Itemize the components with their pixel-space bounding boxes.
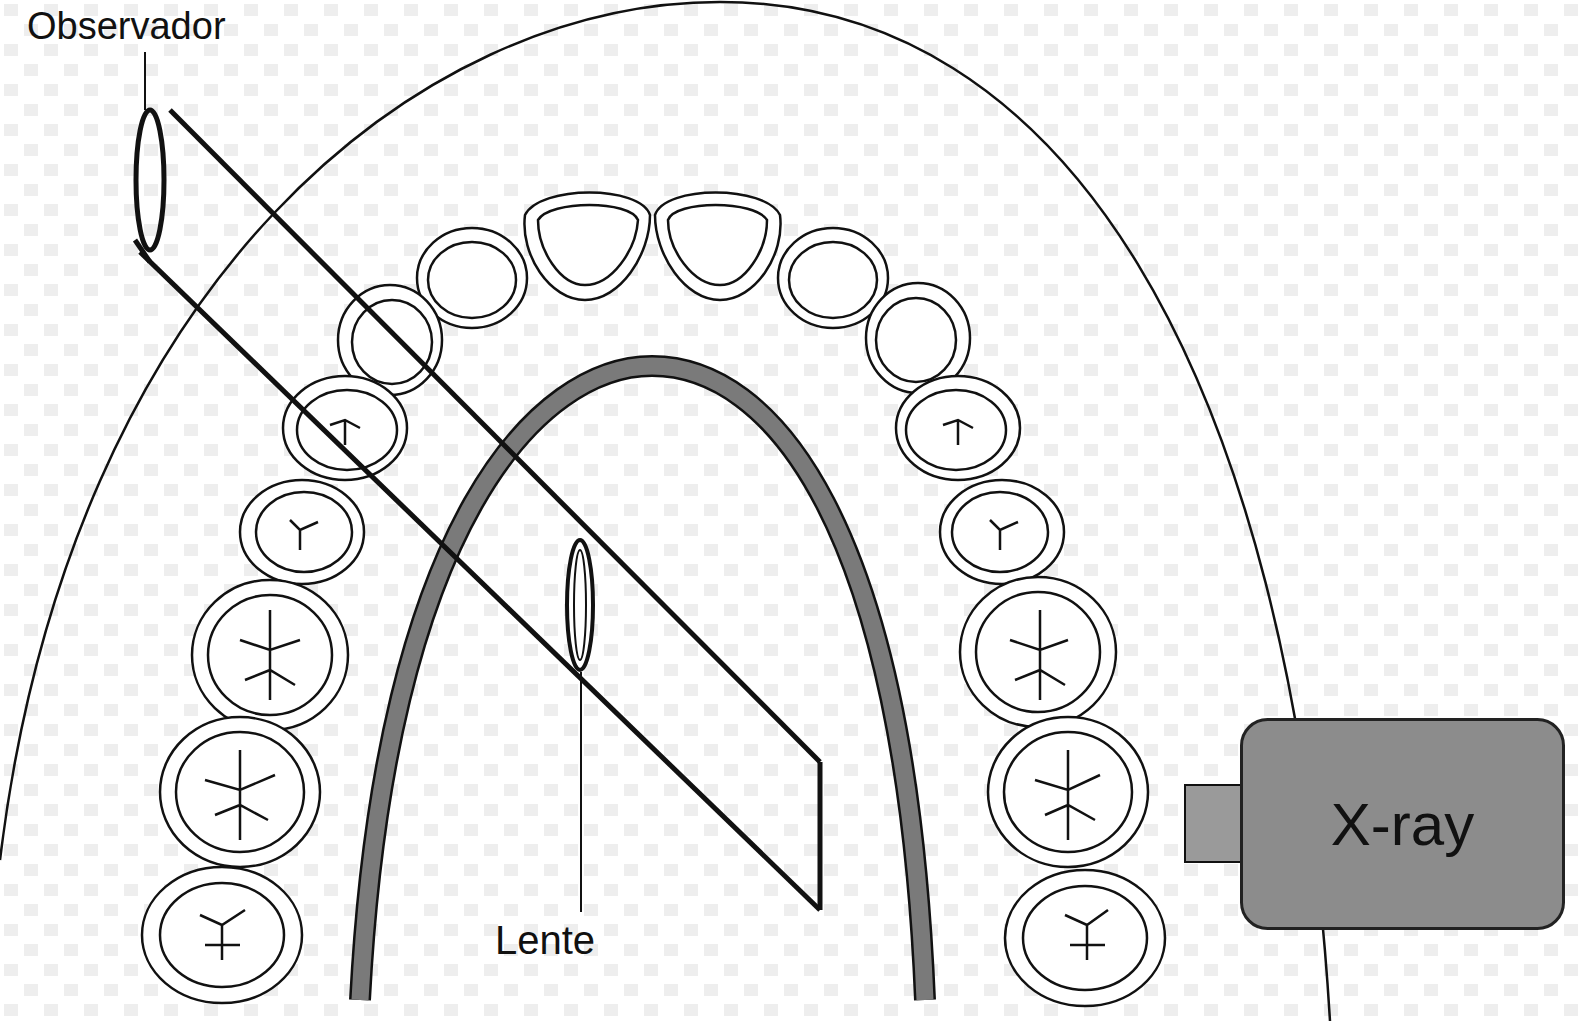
observer-label: Observador <box>27 6 226 48</box>
observer-eyepiece <box>136 110 164 250</box>
xray-unit: X-ray <box>1240 718 1565 930</box>
box-label: X-ray <box>1331 790 1474 859</box>
face-outline <box>0 2 1330 1021</box>
lens-label: Lente <box>495 918 595 962</box>
lens-inner <box>574 550 586 660</box>
leader-line <box>580 672 582 912</box>
viewing-tube <box>135 110 820 910</box>
tooth-fissures <box>200 420 1108 960</box>
tongue-outline <box>360 366 925 1000</box>
leader-line <box>144 52 146 110</box>
teeth <box>142 193 1165 1007</box>
lens <box>567 540 593 670</box>
tongue-band <box>360 366 925 1000</box>
xray-nozzle <box>1185 785 1247 862</box>
